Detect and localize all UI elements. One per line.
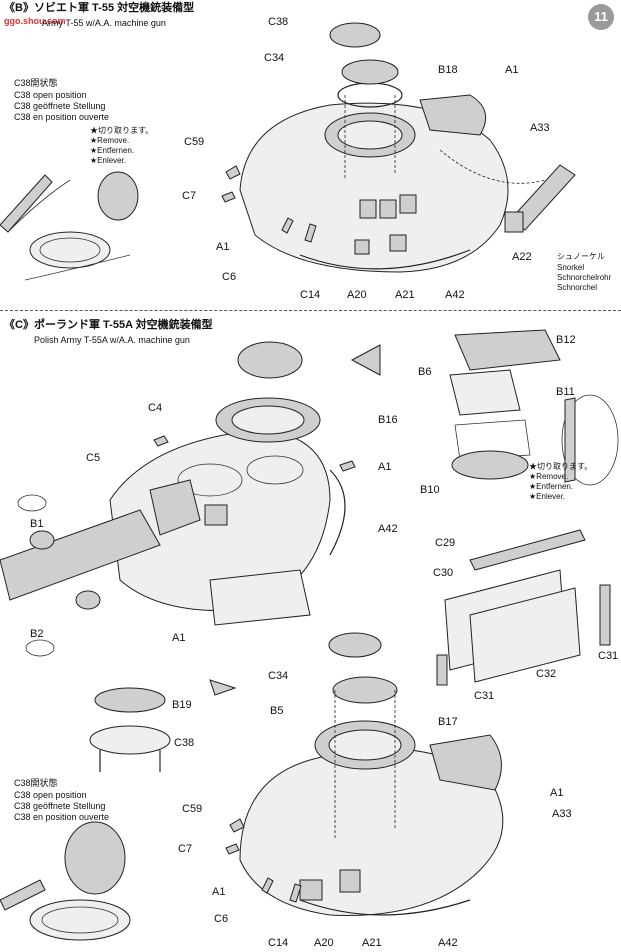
c-label-c31-right: C31 — [598, 650, 619, 662]
b-remove-en: ★Remove. — [90, 136, 130, 145]
c-label-c34: C34 — [268, 670, 289, 682]
c-label-a1-top: A1 — [378, 461, 392, 473]
section-c-title-jp: ポーランド軍 T-55A 対空機銃装備型 — [34, 319, 213, 331]
b-snorkel-en: Snorkel — [557, 263, 585, 272]
b-c38-open-de: C38 geöffnete Stellung — [14, 101, 106, 111]
c-label-a20: A20 — [314, 937, 334, 949]
page-number: 11 — [588, 4, 614, 30]
c-label-c38: C38 — [174, 737, 195, 749]
c-label-a21: A21 — [362, 937, 382, 949]
watermark-text: ggo.shou.com — [4, 16, 66, 26]
c-c38-open-en: C38 open position — [14, 790, 87, 800]
b-remove-de: ★Entfernen. — [90, 146, 135, 155]
c-remove-jp: ★切り取ります。 — [529, 462, 593, 471]
c-label-c30: C30 — [433, 567, 454, 579]
c-label-c4: C4 — [148, 402, 163, 414]
plates-c — [436, 529, 611, 686]
section-c-title-en: Polish Army T-55A w/A.A. machine gun — [34, 335, 190, 345]
c-label-c32: C32 — [536, 668, 557, 680]
c-remove-fr: ★Enlever. — [529, 492, 566, 501]
c-remove-en: ★Remove. — [529, 472, 569, 481]
c-label-b16: B16 — [378, 414, 398, 426]
b-label-b18: B18 — [438, 64, 458, 76]
section-b-marker: 《B》 — [4, 2, 34, 14]
c-label-a42: A42 — [378, 523, 398, 535]
c-label-a1-bottom: A1 — [212, 886, 226, 898]
c-label-b19: B19 — [172, 699, 192, 711]
section-b-title-en: Army T-55 w/A.A. machine gun — [42, 18, 166, 28]
b-snorkel-jp: シュノーケル — [557, 252, 605, 261]
b-c38-open-fr: C38 en position ouverte — [14, 112, 110, 122]
c-label-b10: B10 — [420, 484, 440, 496]
c-label-b6: B6 — [418, 366, 432, 378]
c-remove-de: ★Entfernen. — [529, 482, 574, 491]
b-label-c7: C7 — [182, 190, 197, 202]
c-label-b5: B5 — [270, 705, 284, 717]
b-label-a1-bottom: A1 — [216, 241, 230, 253]
c-c38-open-fr: C38 en position ouverte — [14, 812, 110, 822]
turret-c-top — [0, 341, 381, 696]
section-b-title-jp: ソビエト軍 T-55 対空機銃装備型 — [34, 2, 195, 14]
c-label-a1-mid: A1 — [172, 632, 186, 644]
b-label-c59: C59 — [184, 136, 205, 148]
c-label-c5: C5 — [86, 452, 101, 464]
b-label-a1-top: A1 — [505, 64, 519, 76]
b-label-c34: C34 — [264, 52, 285, 64]
c-label-c59: C59 — [182, 803, 203, 815]
c-label-a33: A33 — [552, 808, 572, 820]
c-label-a42-bottom: A42 — [438, 937, 458, 949]
c-label-b12: B12 — [556, 334, 576, 346]
c-label-b2: B2 — [30, 628, 44, 640]
section-c-marker: 《C》 — [4, 319, 34, 331]
b-c38-open-jp: C38開状態 — [14, 78, 58, 88]
b-label-a33: A33 — [530, 122, 550, 134]
parts-b19 — [89, 687, 171, 772]
c-c38-open-de: C38 geöffnete Stellung — [14, 801, 106, 811]
section-divider — [0, 310, 621, 311]
b-remove-fr: ★Enlever. — [90, 156, 127, 165]
c-label-b17: B17 — [438, 716, 458, 728]
b-label-c14: C14 — [300, 289, 321, 301]
b-c38-open-en: C38 open position — [14, 90, 87, 100]
b-label-c6: C6 — [222, 271, 237, 283]
b-snorkel-de: Schnorchelrohr — [557, 273, 612, 282]
b-label-a21: A21 — [395, 289, 415, 301]
b-label-c38: C38 — [268, 16, 289, 28]
b-snorkel-fr: Schnorchel — [557, 283, 598, 292]
b-label-a42: A42 — [445, 289, 465, 301]
c-label-c29: C29 — [435, 537, 456, 549]
inset-c-hatch-open — [0, 821, 131, 941]
b-label-a22: A22 — [512, 251, 532, 263]
inset-b-hatch-open — [0, 171, 139, 281]
c-label-a1-right: A1 — [550, 787, 564, 799]
c-label-c31-left: C31 — [474, 690, 495, 702]
c-label-b1: B1 — [30, 518, 44, 530]
c-label-c14: C14 — [268, 937, 289, 949]
turret-c-bottom — [225, 632, 504, 916]
b-label-a20: A20 — [347, 289, 367, 301]
c-label-c7: C7 — [178, 843, 193, 855]
b-remove-jp: ★切り取ります。 — [90, 126, 154, 135]
turret-b — [221, 22, 576, 273]
c-label-b11: B11 — [556, 386, 575, 398]
c-label-c6: C6 — [214, 913, 229, 925]
c-c38-open-jp: C38開状態 — [14, 778, 58, 788]
hatch-c-detail — [449, 329, 619, 486]
